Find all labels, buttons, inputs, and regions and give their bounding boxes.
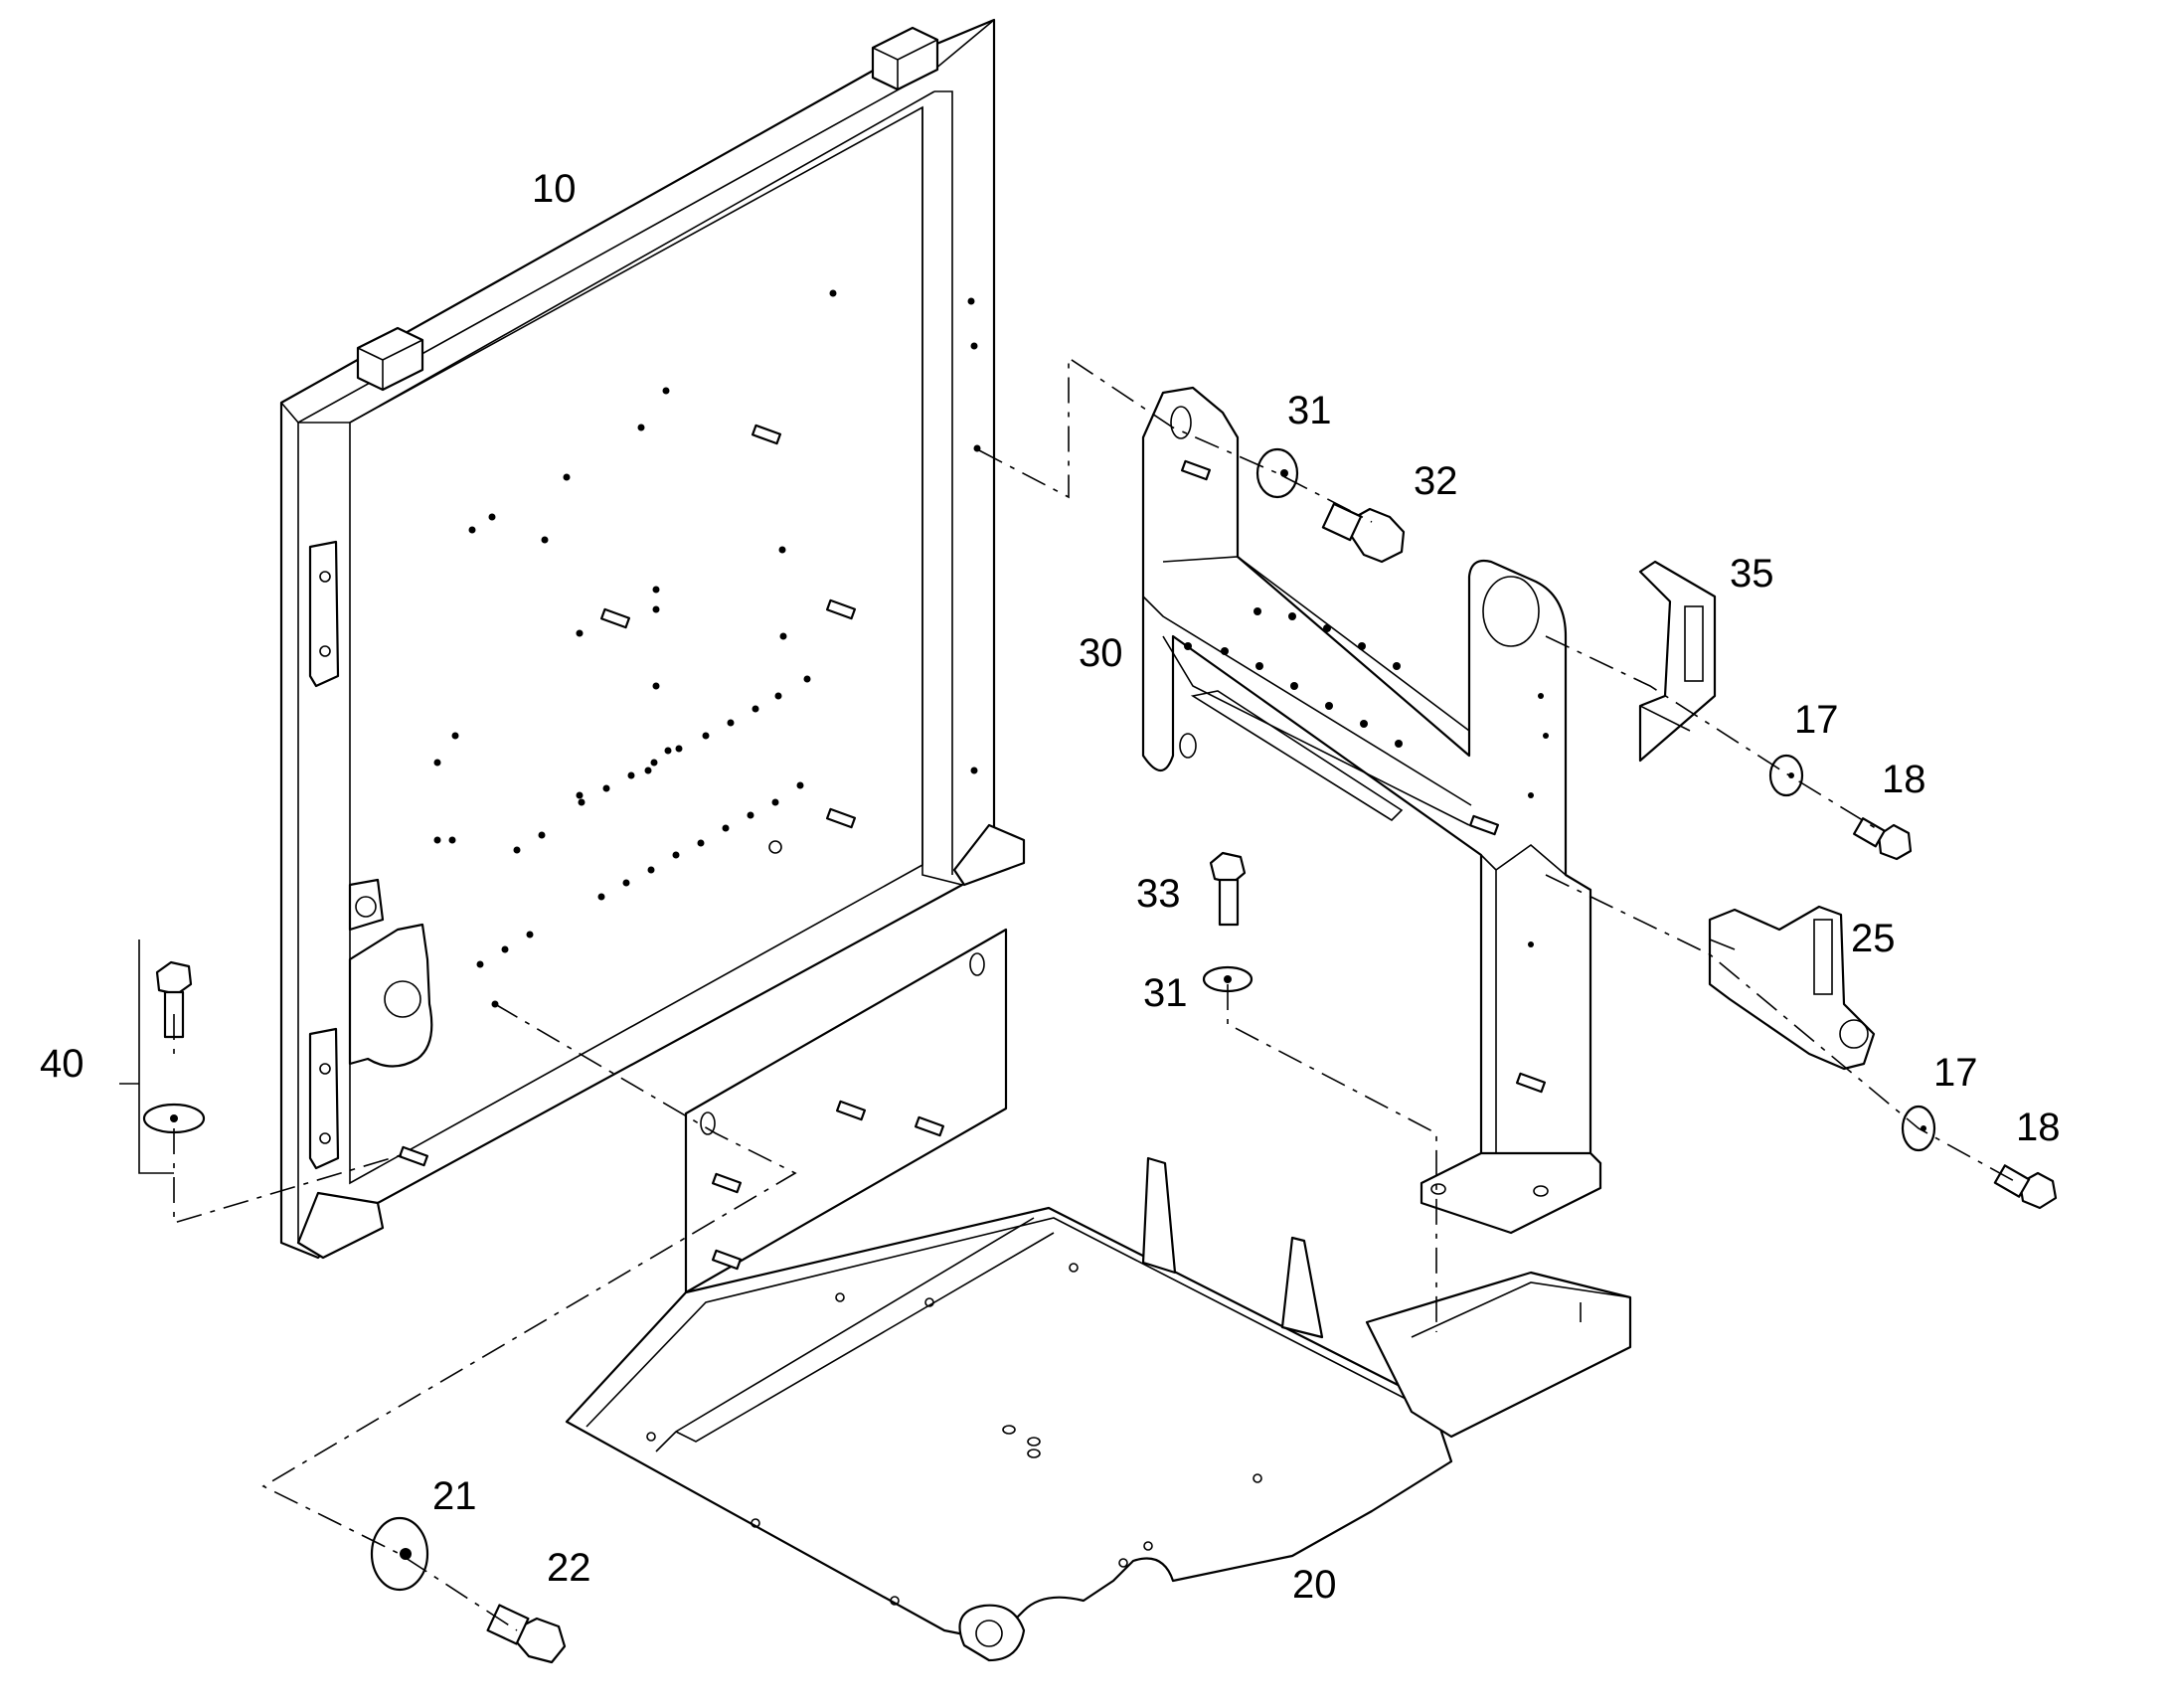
tray-holes [1184, 607, 1549, 947]
washer-part-21 [370, 1516, 429, 1592]
callout-33: 33 [1136, 872, 1181, 916]
floor-holes [646, 1263, 1262, 1606]
washer-part-40 [142, 1103, 206, 1134]
callout-22: 22 [547, 1546, 591, 1590]
seat-frame-part-30 [1141, 386, 1602, 1235]
callout-21: 21 [432, 1474, 477, 1518]
callout-18-lower: 18 [2016, 1106, 2061, 1149]
callout-25: 25 [1851, 917, 1896, 960]
washer-part-31-upper [1255, 447, 1299, 499]
bolt-part-33 [1209, 851, 1247, 927]
callout-31-lower: 31 [1143, 971, 1188, 1015]
corner-block [871, 26, 939, 91]
callout-40: 40 [40, 1042, 84, 1086]
bracket-part-25 [1708, 905, 1876, 1071]
studs [398, 424, 1547, 1271]
bolt-part-18-upper [1853, 817, 1913, 861]
callout-32: 32 [1414, 459, 1458, 503]
callout-20: 20 [1292, 1563, 1337, 1607]
bracket-part-35 [1638, 560, 1717, 763]
base-tray-part-20 [565, 928, 1632, 1662]
callout-35: 35 [1730, 552, 1774, 596]
corner-block [356, 326, 424, 392]
callout-10: 10 [532, 167, 577, 211]
callout-30: 30 [1079, 631, 1123, 675]
callout-labels: 10 20 21 22 30 31 31 32 33 35 17 17 18 1… [40, 167, 2061, 1607]
callout-18-upper: 18 [1882, 758, 1926, 801]
callout-31-upper: 31 [1287, 389, 1332, 432]
bolt-part-32 [1321, 502, 1406, 564]
panel-holes [433, 289, 981, 1008]
callout-17-upper: 17 [1794, 698, 1839, 742]
bolt-part-22 [486, 1604, 567, 1664]
bolt-part-18-lower [1993, 1164, 2058, 1210]
washer-part-17-upper [1768, 754, 1804, 797]
assembly-lines [119, 356, 2019, 1631]
frame-panel-part-10 [279, 18, 1026, 1260]
callout-17-lower: 17 [1933, 1051, 1978, 1095]
